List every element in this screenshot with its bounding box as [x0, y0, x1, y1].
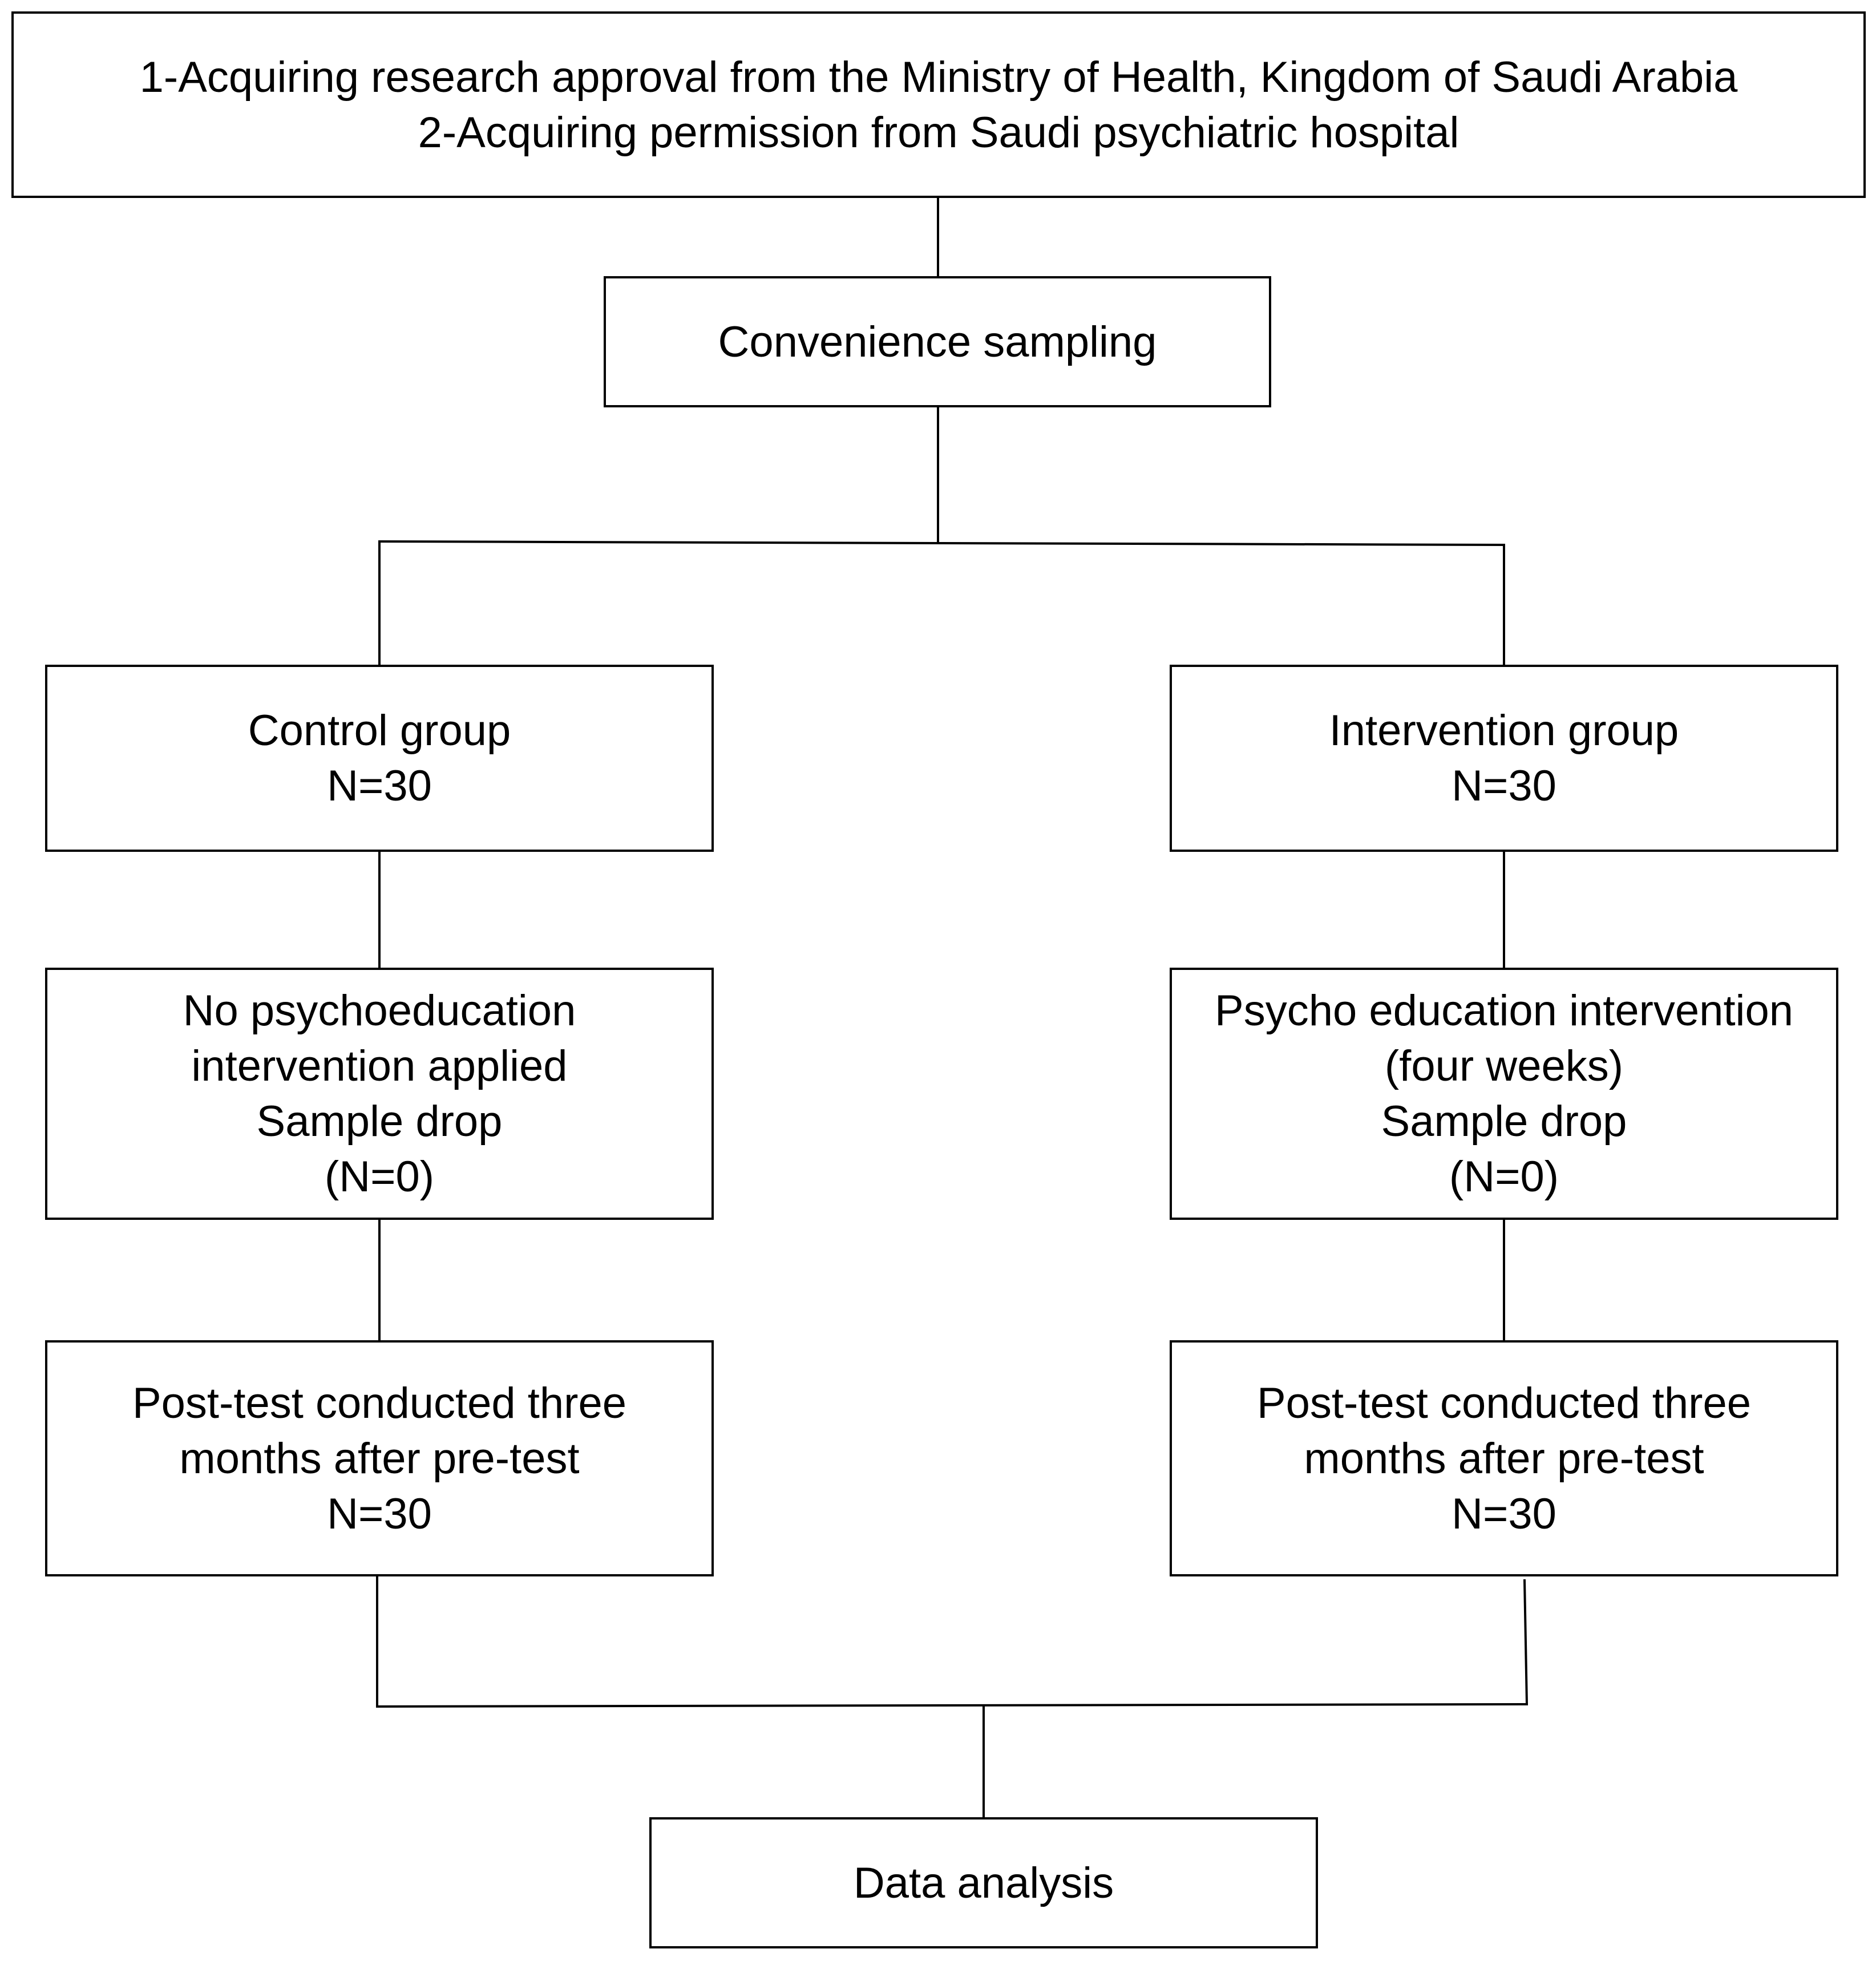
intervention-posttest-box: Post-test conducted three months after p…: [1170, 1340, 1838, 1576]
sampling-text: Convenience sampling: [718, 314, 1157, 370]
control-treatment-line-3: Sample drop: [256, 1097, 503, 1146]
intervention-treatment-line-1: Psycho education intervention: [1215, 986, 1793, 1035]
intervention-group-line-1: Intervention group: [1329, 706, 1679, 755]
control-posttest-line-2: months after pre-test: [179, 1434, 580, 1483]
data-analysis-box: Data analysis: [649, 1817, 1318, 1948]
control-group-line-1: Control group: [248, 706, 511, 755]
control-posttest-line-3: N=30: [327, 1489, 432, 1538]
intervention-treatment-line-3: Sample drop: [1381, 1097, 1627, 1146]
intervention-posttest-line-2: months after pre-test: [1304, 1434, 1704, 1483]
control-posttest-line-1: Post-test conducted three: [132, 1378, 627, 1428]
control-treatment-line-2: intervention applied: [191, 1042, 568, 1090]
intervention-posttest-line-1: Post-test conducted three: [1256, 1378, 1752, 1428]
approval-box: 1-Acquiring research approval from the M…: [11, 11, 1866, 198]
connector-merge-horizontal: [375, 1703, 1529, 1708]
control-posttest-box: Post-test conducted three months after p…: [45, 1340, 714, 1576]
intervention-group-text: Intervention group N=30: [1329, 703, 1679, 814]
intervention-treatment-line-2: (four weeks): [1384, 1042, 1624, 1090]
control-treatment-line-1: No psychoeducation: [183, 986, 576, 1035]
sampling-line-1: Convenience sampling: [718, 317, 1157, 366]
intervention-posttest-text: Post-test conducted three months after p…: [1257, 1376, 1751, 1542]
approval-text: 1-Acquiring research approval from the M…: [140, 50, 1738, 160]
control-treatment-box: No psychoeducation intervention applied …: [45, 968, 714, 1220]
control-group-line-2: N=30: [327, 762, 432, 810]
sampling-box: Convenience sampling: [604, 276, 1271, 407]
approval-line-2: 2-Acquiring permission from Saudi psychi…: [418, 108, 1459, 157]
approval-line-1: 1-Acquiring research approval from the M…: [139, 52, 1738, 102]
data-analysis-text: Data analysis: [854, 1855, 1114, 1911]
intervention-treatment-text: Psycho education intervention (four week…: [1215, 983, 1793, 1204]
connector-split-horizontal: [378, 540, 1506, 547]
intervention-treatment-box: Psycho education intervention (four week…: [1170, 968, 1838, 1220]
control-group-text: Control group N=30: [248, 703, 511, 814]
intervention-treatment-line-4: (N=0): [1449, 1153, 1559, 1201]
control-group-box: Control group N=30: [45, 665, 714, 852]
connector-intervention-posttest-down: [1523, 1579, 1529, 1706]
data-analysis-line-1: Data analysis: [853, 1858, 1114, 1907]
control-posttest-text: Post-test conducted three months after p…: [132, 1376, 626, 1542]
control-treatment-text: No psychoeducation intervention applied …: [183, 983, 576, 1204]
intervention-posttest-line-3: N=30: [1452, 1489, 1556, 1538]
control-treatment-line-4: (N=0): [324, 1153, 435, 1201]
intervention-group-box: Intervention group N=30: [1170, 665, 1838, 852]
intervention-group-line-2: N=30: [1452, 762, 1556, 810]
